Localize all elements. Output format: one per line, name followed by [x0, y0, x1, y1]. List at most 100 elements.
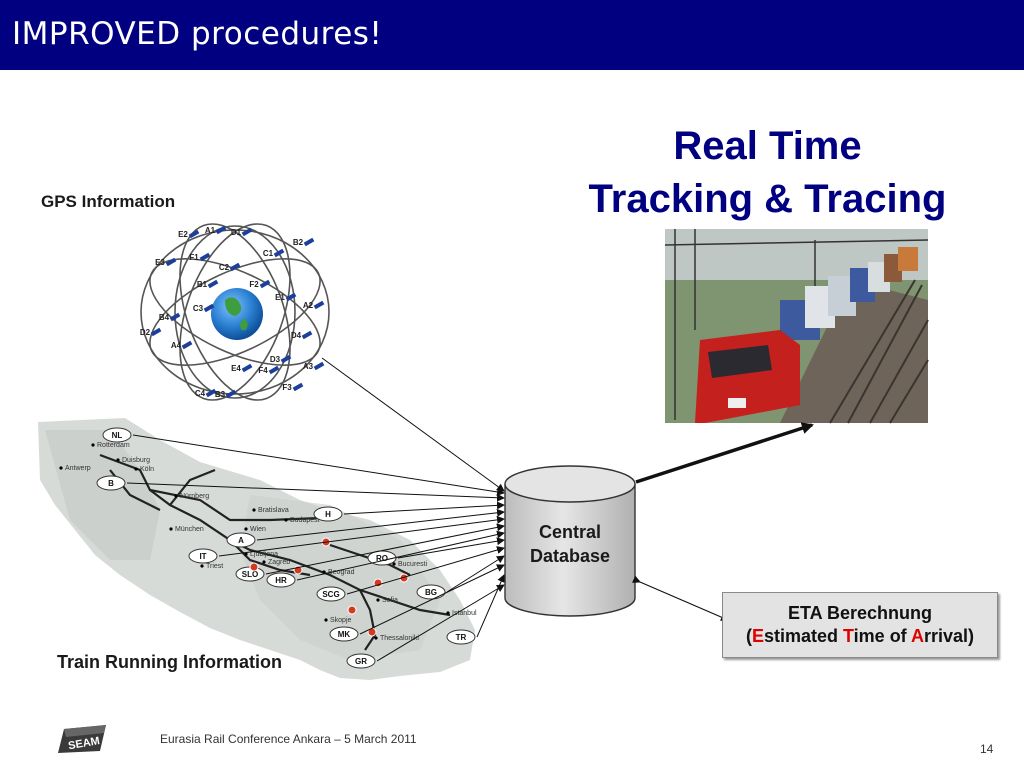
satellite-label: D3 [270, 355, 281, 364]
country-bubble [313, 506, 343, 522]
seam-logo: SEAM [58, 725, 106, 753]
satellite-icon [313, 361, 325, 371]
country-code-label: A [238, 536, 244, 545]
satellite-icon [259, 279, 271, 289]
arrow-to-eta [631, 575, 729, 621]
train-running-label: Train Running Information [57, 652, 282, 672]
satellite-icon [229, 262, 241, 272]
city-label: München [175, 526, 204, 533]
country-code-label: IT [199, 552, 206, 561]
data-arrow [126, 482, 505, 502]
database-label-1: Central [539, 522, 601, 542]
city-label: Beograd [328, 569, 355, 576]
country-bubble [316, 586, 346, 602]
city-label: Köln [140, 466, 154, 473]
eta-line-1: ETA Berechnung [787, 603, 932, 623]
satellite-label: A1 [205, 226, 216, 235]
satellite-icon [301, 330, 313, 340]
arrow-to-tracking [635, 422, 814, 484]
city-label: Thessaloniki [380, 635, 419, 642]
country-bubble [266, 572, 296, 588]
country-code-label: NL [112, 431, 123, 440]
satellite-icon [188, 229, 200, 239]
title-bar: IMPROVED procedures! [0, 0, 1024, 70]
country-bubble [446, 629, 476, 645]
city-label: Budapest [290, 517, 320, 524]
eta-box: ETA Berechnung (Estimated Time of Arriva… [722, 592, 998, 658]
country-code-label: SLO [242, 570, 258, 579]
satellite-icon [241, 363, 253, 373]
satellite-label: A4 [171, 341, 182, 350]
city-label: Bucuresti [398, 561, 428, 568]
train-photo [664, 229, 929, 424]
satellite-label: C1 [263, 249, 274, 258]
data-arrow [256, 508, 505, 541]
page-number: 14 [980, 742, 994, 756]
city-label: Bratislava [258, 507, 289, 514]
satellite-icon [205, 388, 217, 398]
satellite-label: D2 [140, 328, 151, 337]
country-code-label: RO [376, 554, 388, 563]
slide-title: IMPROVED procedures! [12, 16, 383, 52]
country-code-label: BG [425, 588, 437, 597]
database-label-2: Database [530, 546, 610, 566]
satellite-label: B3 [215, 390, 226, 399]
satellite-label: C2 [219, 263, 230, 272]
data-arrow [218, 515, 505, 557]
country-code-label: HR [275, 576, 287, 585]
central-database: Central Database [504, 465, 636, 617]
satellite-icon [313, 300, 325, 310]
satellite-label: E2 [178, 230, 188, 239]
satellite-label: A3 [303, 362, 314, 371]
country-bubble [346, 653, 376, 669]
city-label: Duisburg [122, 457, 150, 464]
satellite-icon [273, 248, 285, 258]
city-label: Rotterdam [97, 442, 130, 449]
city-label: Triest [206, 563, 223, 570]
satellite-label: F1 [189, 253, 199, 262]
satellite-icon [150, 327, 162, 337]
satellite-label: F4 [258, 366, 268, 375]
data-arrow [296, 530, 505, 581]
headline-line-2: Tracking & Tracing [588, 177, 947, 221]
country-code-label: GR [355, 657, 367, 666]
satellite-icon [292, 382, 304, 392]
city-label: Ljubljana [250, 551, 278, 558]
satellite-icon [241, 227, 253, 237]
data-arrow [343, 501, 505, 515]
gps-label: GPS Information [41, 192, 176, 211]
satellite-label: B1 [197, 280, 208, 289]
svg-text:SEAM: SEAM [67, 735, 100, 752]
city-label: Zagreb [268, 559, 290, 566]
data-arrow [446, 555, 505, 593]
satellite-label: E4 [231, 364, 241, 373]
satellite-label: F3 [282, 383, 292, 392]
country-bubble [226, 532, 256, 548]
satellite-label: B4 [159, 313, 170, 322]
city-label: Antwerp [65, 465, 91, 472]
country-code-label: SCG [322, 590, 339, 599]
city-label: Skopje [330, 617, 352, 624]
satellite-icon [225, 389, 237, 399]
satellite-icon [199, 252, 211, 262]
satellite-icon [285, 292, 297, 302]
country-bubble [329, 626, 359, 642]
satellite-icon [169, 312, 181, 322]
country-bubble [188, 548, 218, 564]
country-bubble [102, 427, 132, 443]
satellite-label: F2 [249, 280, 259, 289]
city-label: Nürnberg [180, 493, 209, 500]
footer-text: Eurasia Rail Conference Ankara – 5 March… [160, 732, 417, 746]
satellite-icon [207, 279, 219, 289]
satellite-icon [215, 225, 227, 235]
satellite-icon [165, 257, 177, 267]
country-code-label: H [325, 510, 331, 519]
country-code-label: TR [456, 633, 467, 642]
data-arrow [359, 564, 505, 635]
data-arrow [397, 537, 505, 559]
data-arrow [265, 523, 505, 575]
country-code-label: B [108, 479, 114, 488]
satellite-icon [203, 303, 215, 313]
country-bubble [96, 475, 126, 491]
satellite-label: E1 [275, 293, 285, 302]
